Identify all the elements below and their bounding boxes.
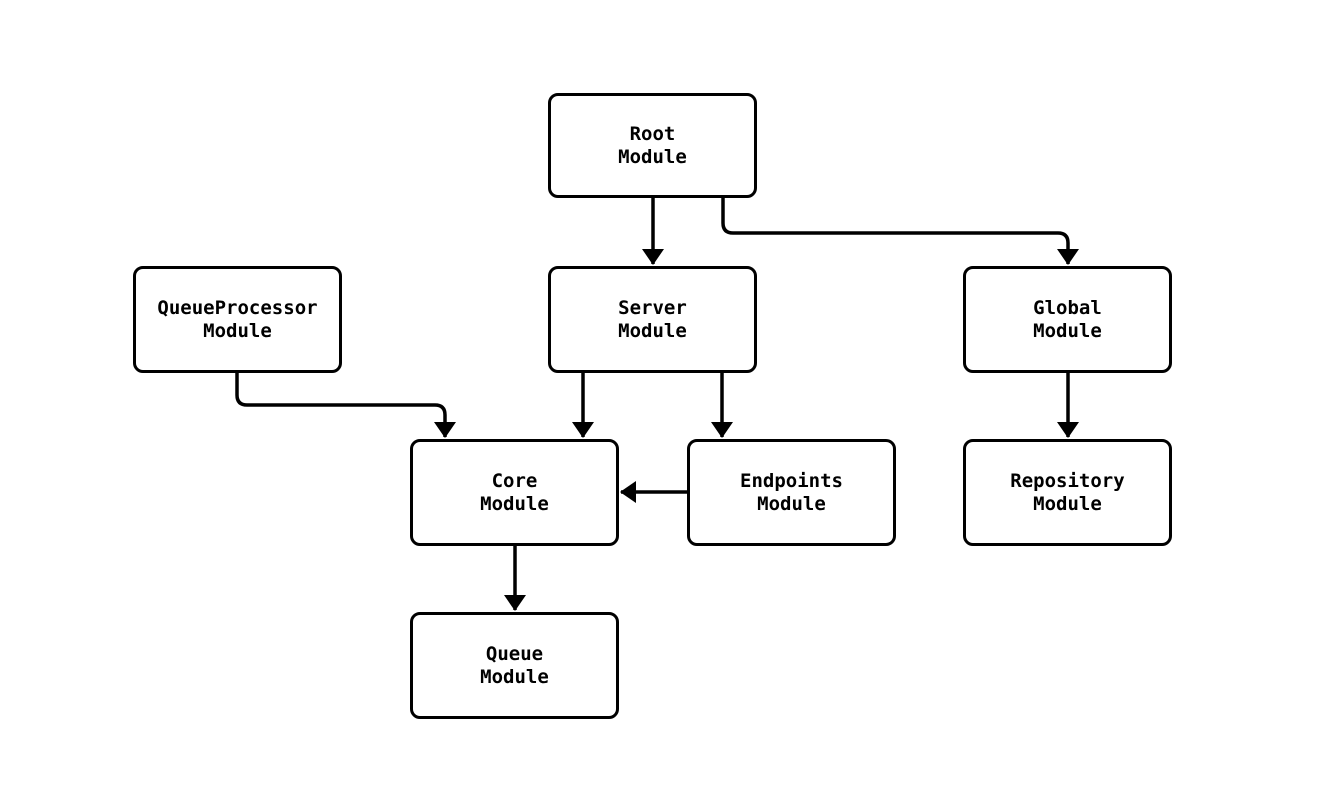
node-label-line: Module xyxy=(1033,492,1102,515)
node-endpoints-module: Endpoints Module xyxy=(687,439,896,546)
edge-queueprocessor-to-core xyxy=(235,373,456,438)
node-root-module: Root Module xyxy=(548,93,757,198)
node-label-line: Endpoints xyxy=(740,469,843,492)
node-label-line: Module xyxy=(203,319,272,342)
node-global-module: Global Module xyxy=(963,266,1172,373)
node-server-module: Server Module xyxy=(548,266,757,373)
node-label-line: Module xyxy=(480,665,549,688)
node-label-line: Queue xyxy=(485,642,544,665)
node-label-line: Module xyxy=(618,319,687,342)
node-label-line: Global xyxy=(1033,296,1102,319)
node-label-line: Root xyxy=(629,122,676,145)
node-label-line: Module xyxy=(480,492,549,515)
node-label-line: Server xyxy=(618,296,687,319)
node-queueprocessor-module: QueueProcessor Module xyxy=(133,266,342,373)
node-queue-module: Queue Module xyxy=(410,612,619,719)
node-core-module: Core Module xyxy=(410,439,619,546)
node-label-line: Core xyxy=(491,469,538,492)
edge-root-to-global xyxy=(721,198,1079,265)
node-label-line: Module xyxy=(618,145,687,168)
node-label-line: Module xyxy=(1033,319,1102,342)
node-label-line: QueueProcessor xyxy=(157,296,318,319)
node-label-line: Module xyxy=(757,492,826,515)
node-label-line: Repository xyxy=(1010,469,1125,492)
node-repository-module: Repository Module xyxy=(963,439,1172,546)
